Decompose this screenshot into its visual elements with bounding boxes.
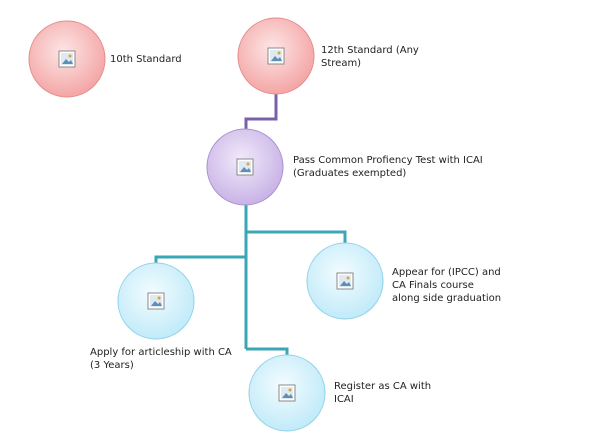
node-10th-standard bbox=[28, 20, 106, 98]
connector-to-register bbox=[246, 347, 289, 355]
node-register bbox=[248, 354, 326, 432]
broken-image-icon bbox=[236, 158, 254, 176]
connector-to-articleship bbox=[154, 255, 246, 263]
label-articleship: Apply for articleship with CA (3 Years) bbox=[90, 347, 232, 371]
broken-image-icon bbox=[278, 384, 296, 402]
label-12th-standard: 12th Standard (Any Stream) bbox=[321, 45, 419, 69]
connector-12th-to-cpt bbox=[244, 94, 278, 135]
node-articleship bbox=[117, 262, 195, 340]
node-12th-standard bbox=[237, 17, 315, 95]
connector-to-ipcc bbox=[246, 230, 347, 243]
label-ipcc: Appear for (IPCC) and CA Finals course a… bbox=[392, 267, 502, 304]
broken-image-icon bbox=[336, 272, 354, 290]
label-cpt: Pass Common Profiency Test with ICAI (Gr… bbox=[293, 155, 483, 179]
broken-image-icon bbox=[147, 292, 165, 310]
label-register: Register as CA with ICAI bbox=[334, 381, 432, 405]
broken-image-icon bbox=[267, 47, 285, 65]
label-10th-standard: 10th Standard bbox=[110, 54, 182, 65]
node-ipcc bbox=[306, 242, 384, 320]
broken-image-icon bbox=[58, 50, 76, 68]
node-cpt bbox=[206, 128, 284, 206]
